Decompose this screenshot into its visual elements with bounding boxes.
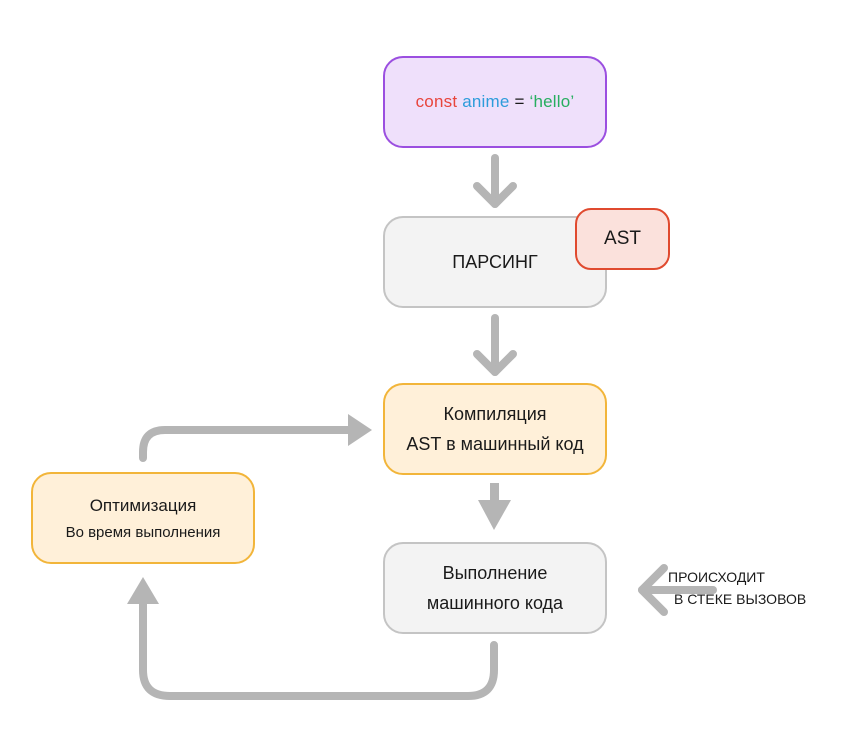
ast-badge: AST — [575, 208, 670, 270]
compile-title: Компиляция — [443, 404, 547, 424]
code-identifier: anime — [462, 92, 510, 111]
source-code-node: const anime = ‘hello’ — [383, 56, 607, 148]
execute-title: Выполнение — [442, 563, 548, 583]
arrow-compile-to-execute-shaft — [490, 483, 499, 503]
source-code-line: const anime = ‘hello’ — [416, 92, 575, 112]
execute-subtitle: машинного кода — [426, 593, 564, 613]
arrow-parsing-to-compile — [473, 314, 517, 376]
ast-label: AST — [604, 228, 641, 249]
parsing-label: ПАРСИНГ — [452, 251, 538, 272]
callstack-note: ПРОИСХОДИТ В СТЕКЕ ВЫЗОВОВ — [668, 566, 806, 610]
code-operator: = — [514, 92, 525, 111]
arrow-callstack-note — [638, 564, 717, 616]
callstack-note-line2: В СТЕКЕ ВЫЗОВОВ — [674, 591, 807, 607]
arrowhead-into-optimize — [127, 577, 159, 604]
optimize-node: Оптимизация Во время выполнения — [31, 472, 255, 564]
arrow-optimize-to-compile — [139, 426, 356, 462]
optimize-title: Оптимизация — [89, 495, 197, 515]
arrow-execute-to-optimize — [139, 594, 498, 700]
compile-subtitle: AST в машинный код — [406, 434, 584, 454]
parsing-node: ПАРСИНГ — [383, 216, 607, 308]
arrowhead-into-compile — [348, 414, 372, 446]
callstack-note-line1: ПРОИСХОДИТ — [668, 569, 765, 585]
compile-node: Компиляция AST в машинный код — [383, 383, 607, 475]
execute-node: Выполнение машинного кода — [383, 542, 607, 634]
optimize-subtitle: Во время выполнения — [65, 523, 221, 541]
code-string: ‘hello’ — [529, 92, 575, 111]
arrow-source-to-parsing — [473, 154, 517, 208]
arrowhead-compile-to-execute — [478, 500, 511, 530]
code-keyword: const — [415, 92, 458, 111]
